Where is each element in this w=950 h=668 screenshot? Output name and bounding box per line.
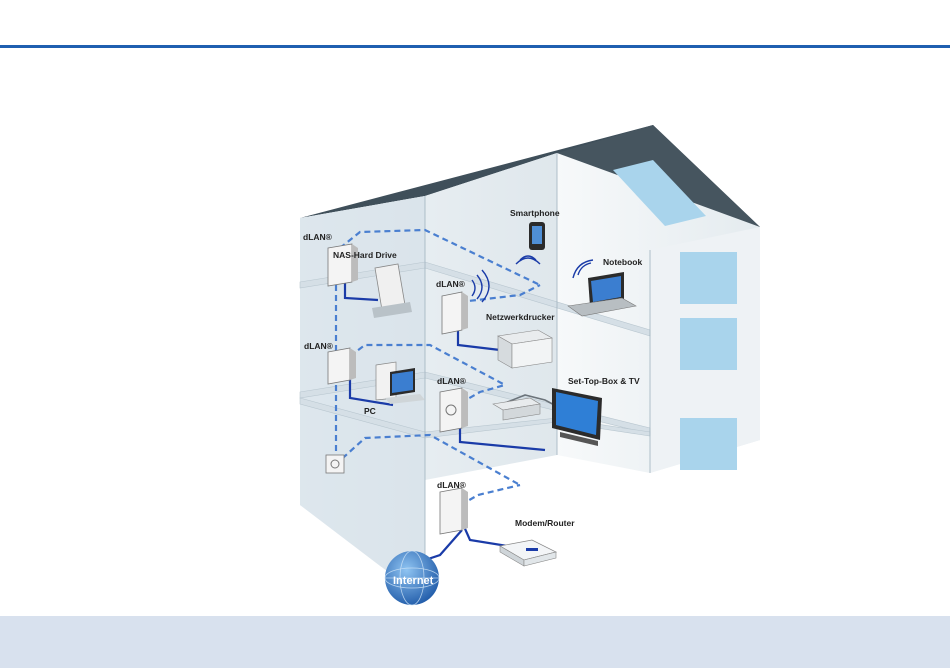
label-set-top-box-tv: Set-Top-Box & TV (568, 376, 640, 386)
label-dlan-printer: dLAN® (436, 279, 466, 289)
label-nas-hard-drive: NAS-Hard Drive (333, 250, 397, 260)
wall-socket (326, 455, 344, 473)
network-printer-icon (498, 330, 552, 368)
modem-router-icon (500, 540, 556, 566)
dlan-adapter-tv (440, 388, 468, 432)
label-pc: PC (364, 406, 376, 416)
label-modem-router: Modem/Router (515, 518, 575, 528)
label-dlan-router: dLAN® (437, 480, 467, 490)
label-smartphone: Smartphone (510, 208, 560, 218)
dlan-adapter-printer (442, 292, 468, 334)
label-dlan-tv: dLAN® (437, 376, 467, 386)
label-notebook: Notebook (603, 257, 642, 267)
label-dlan-nas: dLAN® (303, 232, 333, 242)
label-network-printer: Netzwerkdrucker (486, 312, 555, 322)
footer-band (0, 616, 950, 668)
label-internet: Internet (393, 575, 434, 587)
label-dlan-pc: dLAN® (304, 341, 334, 351)
dlan-adapter-pc (328, 348, 356, 384)
dlan-adapter-router (440, 488, 468, 534)
